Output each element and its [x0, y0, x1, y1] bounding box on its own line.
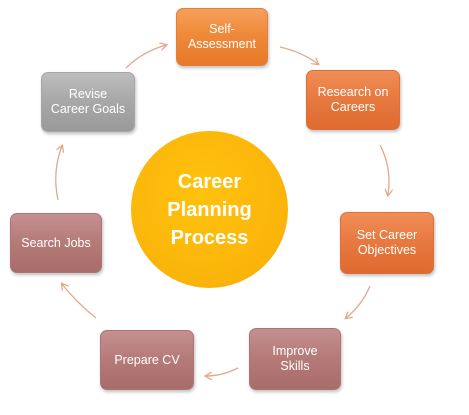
step-self-assessment[interactable]: Self- Assessment: [176, 8, 268, 66]
step-revise-career-goals[interactable]: Revise Career Goals: [41, 72, 135, 132]
step-label: Set Career Objectives: [356, 228, 418, 257]
arrow-cv-to-search: [62, 284, 97, 319]
arrow-self-assessment-to-research: [279, 46, 318, 64]
step-prepare-cv[interactable]: Prepare CV: [100, 330, 194, 390]
center-circle: Career Planning Process: [131, 131, 288, 288]
step-label: Research on Careers: [317, 85, 389, 114]
step-label: Search Jobs: [21, 235, 91, 250]
step-research-on-careers[interactable]: Research on Careers: [306, 70, 400, 130]
step-search-jobs[interactable]: Search Jobs: [10, 213, 102, 273]
arrow-objectives-to-improve: [346, 285, 371, 318]
arrow-research-to-objectives: [379, 144, 389, 195]
step-label: Prepare CV: [114, 352, 180, 367]
step-set-career-objectives[interactable]: Set Career Objectives: [340, 212, 434, 274]
step-label: Self- Assessment: [187, 22, 257, 51]
step-label: Improve Skills: [272, 344, 318, 373]
arrow-improve-to-cv: [206, 367, 239, 376]
center-title: Career Planning Process: [167, 170, 252, 249]
arrow-search-to-revise: [55, 146, 62, 201]
step-label: Revise Career Goals: [50, 87, 126, 116]
step-improve-skills[interactable]: Improve Skills: [249, 328, 341, 390]
arrow-revise-to-self-assessment: [125, 45, 166, 69]
